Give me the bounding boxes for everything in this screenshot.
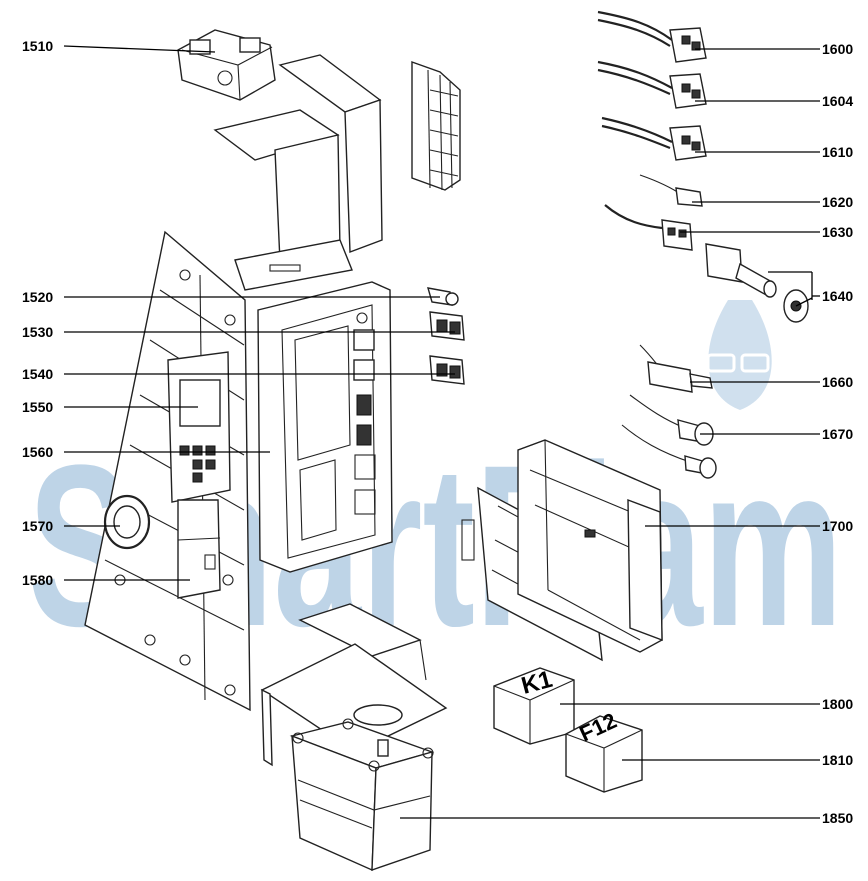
part-1810-fuse-block: F12 bbox=[565, 708, 643, 793]
callout-1810: 1810 bbox=[822, 752, 853, 768]
callout-1604: 1604 bbox=[822, 93, 853, 109]
callout-1540: 1540 bbox=[22, 366, 53, 382]
part-1604-cable-connector bbox=[597, 60, 707, 109]
callout-1670: 1670 bbox=[822, 426, 853, 442]
callout-1610: 1610 bbox=[822, 144, 853, 160]
part-1560-frame bbox=[257, 281, 393, 573]
part-1550-display bbox=[167, 351, 231, 503]
part-1800-relay: K1 bbox=[493, 666, 575, 745]
callout-1510: 1510 bbox=[22, 38, 53, 54]
part-terminal-strip bbox=[411, 61, 461, 191]
callout-1630: 1630 bbox=[822, 224, 853, 240]
part-1540-switch bbox=[429, 355, 465, 385]
part-lower-bracket bbox=[260, 603, 448, 767]
part-1700-control-unit bbox=[461, 439, 663, 662]
callout-1850: 1850 bbox=[822, 810, 853, 826]
part-1530-switch bbox=[429, 311, 465, 341]
part-1630-plug bbox=[604, 204, 693, 251]
part-1580-board bbox=[177, 499, 221, 599]
callout-1700: 1700 bbox=[822, 518, 853, 534]
leader-1640-d bbox=[795, 297, 813, 307]
part-upper-bracket bbox=[213, 54, 383, 291]
callout-1600: 1600 bbox=[822, 41, 853, 57]
callout-1570: 1570 bbox=[22, 518, 53, 534]
part-1850-motor bbox=[289, 718, 435, 872]
callout-1580: 1580 bbox=[22, 572, 53, 588]
part-1600-cable-connector bbox=[597, 10, 707, 63]
part-1570-grommet bbox=[103, 494, 151, 550]
part-1670-sensor-cable bbox=[621, 394, 717, 479]
callout-1800: 1800 bbox=[822, 696, 853, 712]
part-1510-housing bbox=[177, 29, 276, 101]
part-1660-connector bbox=[639, 344, 713, 393]
callout-1640: 1640 bbox=[822, 288, 853, 304]
callout-1550: 1550 bbox=[22, 399, 53, 415]
leader-lines bbox=[63, 45, 820, 819]
callout-labels: 1510 1520 1530 1540 1550 1560 1570 1580 … bbox=[22, 38, 853, 826]
callout-1620: 1620 bbox=[822, 194, 853, 210]
part-1610-cable-connector bbox=[601, 116, 707, 161]
callout-1530: 1530 bbox=[22, 324, 53, 340]
callout-1560: 1560 bbox=[22, 444, 53, 460]
callout-1660: 1660 bbox=[822, 374, 853, 390]
callout-1520: 1520 bbox=[22, 289, 53, 305]
leader-1510 bbox=[63, 45, 216, 53]
